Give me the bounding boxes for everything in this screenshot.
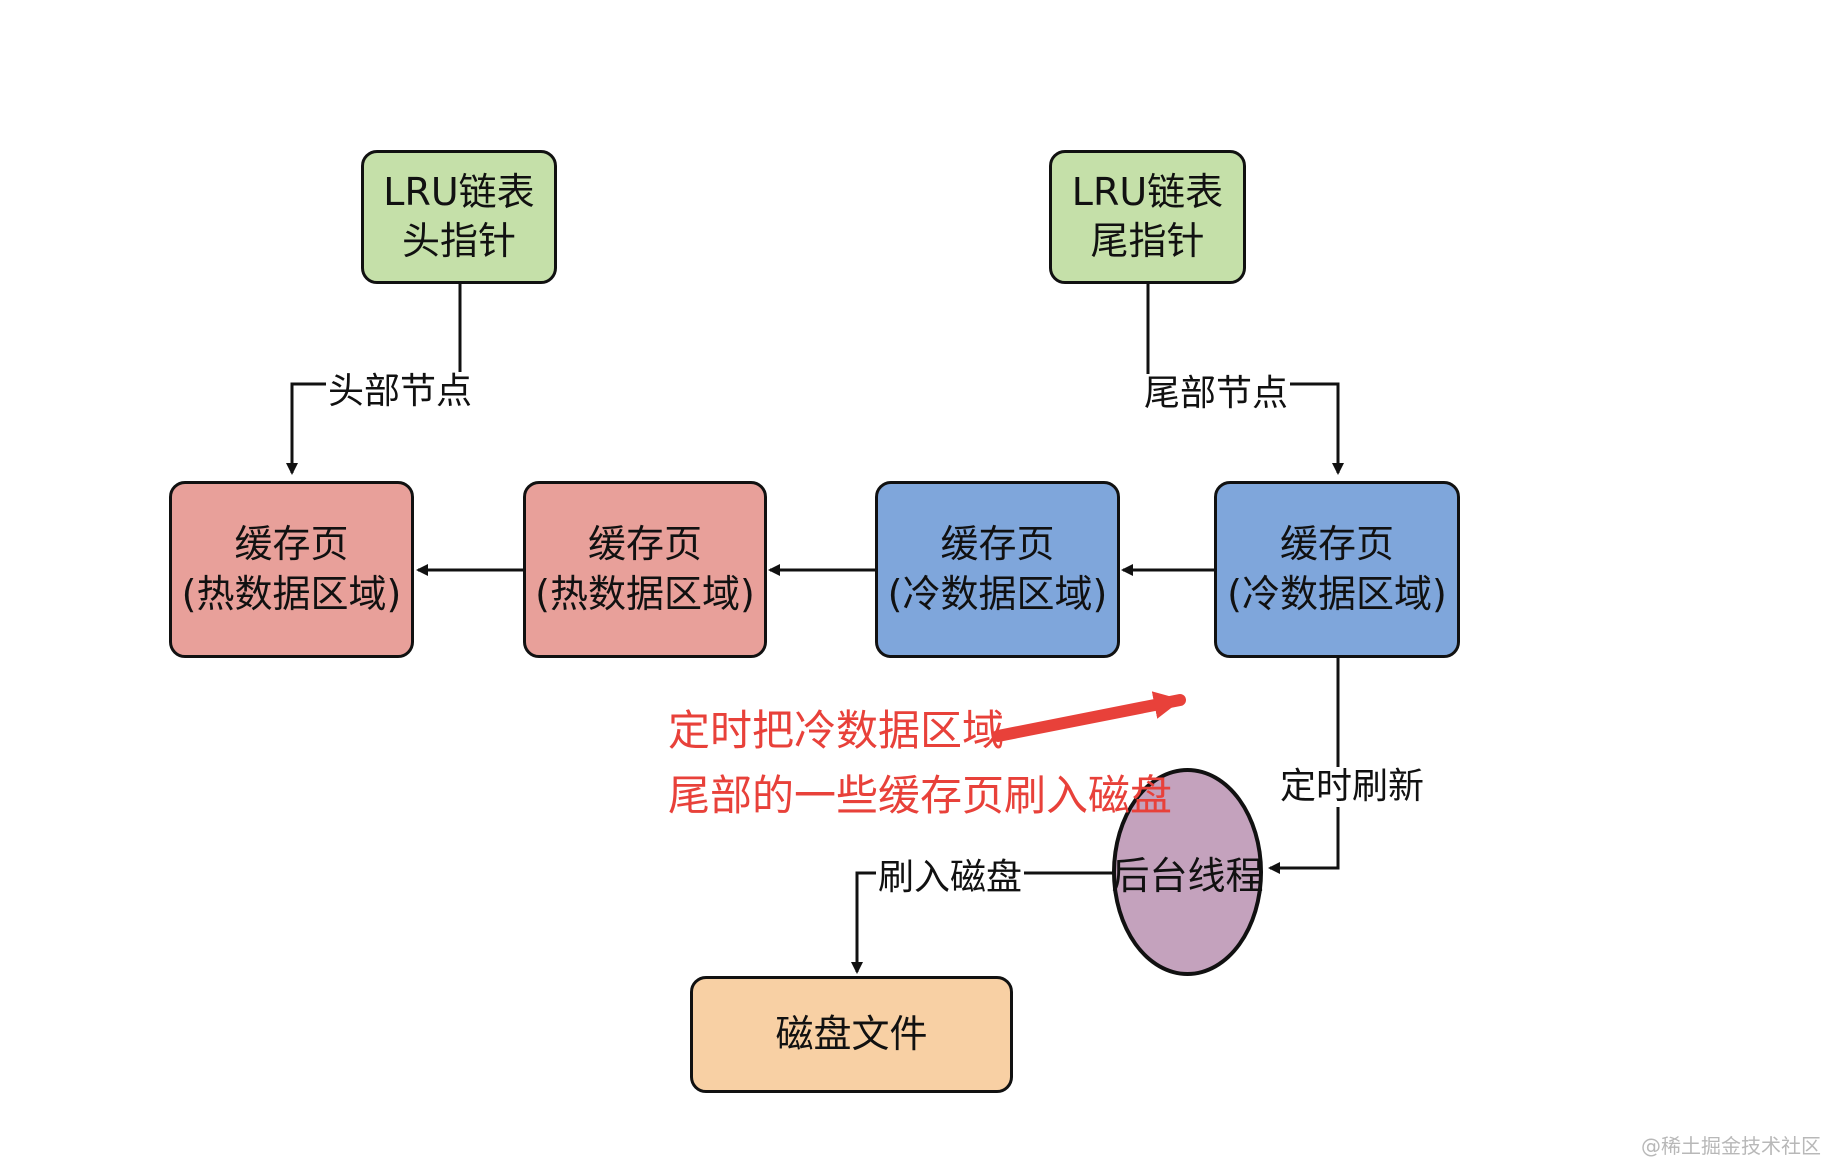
cache-page-region-label: (冷数据区域) xyxy=(1227,571,1447,616)
background-thread-label: 后台线程 xyxy=(1111,853,1264,898)
flush-to-disk-edge xyxy=(851,871,1114,974)
cache-page-hot-1: 缓存页 (热数据区域) xyxy=(169,481,414,658)
lru-head-pointer-title: LRU链表 xyxy=(383,169,535,214)
lru-tail-pointer-title: LRU链表 xyxy=(1071,169,1224,214)
flush-to-disk-edge-label: 刷入磁盘 xyxy=(876,857,1025,898)
cache-page-region-label: (热数据区域) xyxy=(535,571,755,616)
flush-annotation-line2: 尾部的一些缓存页刷入磁盘 xyxy=(668,771,1173,821)
disk-file-node: 磁盘文件 xyxy=(690,976,1013,1093)
head-node-edge-label: 头部节点 xyxy=(326,371,475,412)
watermark: @稀土掘金技术社区 xyxy=(1641,1134,1821,1158)
lru-tail-pointer-subtitle: 尾指针 xyxy=(1090,219,1205,263)
background-thread-node: 后台线程 xyxy=(1111,768,1264,976)
cache-page-title: 缓存页 xyxy=(587,522,702,567)
disk-file-label: 磁盘文件 xyxy=(775,1011,928,1056)
cache-page-title: 缓存页 xyxy=(940,522,1055,567)
cache-page-hot-2: 缓存页 (热数据区域) xyxy=(523,481,767,658)
tail-node-edge-label: 尾部节点 xyxy=(1142,373,1291,414)
flush-annotation: 定时把冷数据区域 尾部的一些缓存页刷入磁盘 xyxy=(668,698,1172,828)
cache-page-cold-2: 缓存页 (冷数据区域) xyxy=(1214,481,1460,658)
cache-page-title: 缓存页 xyxy=(234,522,349,567)
lru-head-pointer-node: LRU链表 头指针 xyxy=(361,150,557,284)
cache-page-title: 缓存页 xyxy=(1279,522,1394,567)
timed-flush-edge xyxy=(1268,657,1340,874)
annotation-arrow xyxy=(992,691,1186,742)
flush-annotation-line1: 定时把冷数据区域 xyxy=(668,706,1005,755)
cache-page-cold-1: 缓存页 (冷数据区域) xyxy=(875,481,1120,658)
cache-page-region-label: (冷数据区域) xyxy=(887,571,1108,616)
timed-flush-edge-label: 定时刷新 xyxy=(1278,766,1427,807)
lru-tail-pointer-node: LRU链表 尾指针 xyxy=(1049,150,1246,284)
lru-head-pointer-subtitle: 头指针 xyxy=(401,219,516,263)
cache-page-region-label: (热数据区域) xyxy=(181,571,402,616)
